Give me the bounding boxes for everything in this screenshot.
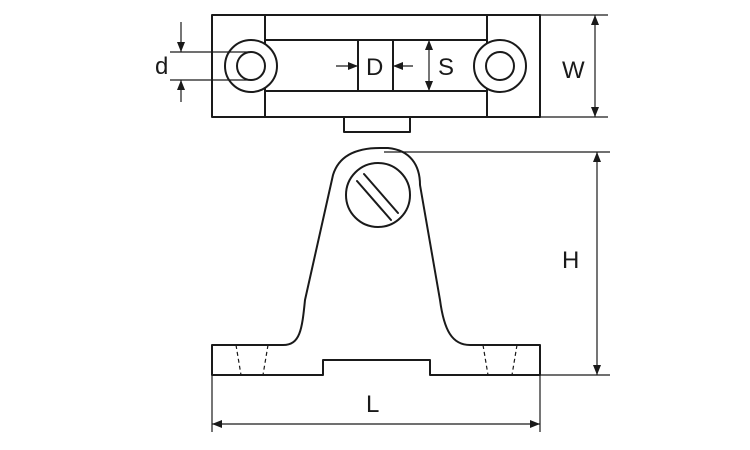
H-arrow-top xyxy=(593,152,601,162)
L-arrow-right xyxy=(530,420,540,428)
dimension-D: D xyxy=(336,54,413,81)
right-hole-hidden-2 xyxy=(511,344,518,376)
W-label: W xyxy=(562,57,585,84)
left-hole-hidden-1 xyxy=(235,344,242,376)
left-mount-boss xyxy=(224,39,278,93)
right-hole-hidden-1 xyxy=(482,344,489,376)
W-arrow-bottom xyxy=(591,107,599,117)
right-mount-hole xyxy=(485,51,515,81)
left-hole-hidden-2 xyxy=(262,344,269,376)
L-arrow-left xyxy=(212,420,222,428)
top-view-screw-tab xyxy=(343,116,411,133)
H-label: H xyxy=(562,247,579,274)
side-view xyxy=(211,147,541,376)
d-arrow-bottom xyxy=(177,80,185,90)
dimension-d: d xyxy=(155,22,251,102)
right-mount-boss xyxy=(473,39,527,93)
H-arrow-bottom xyxy=(593,365,601,375)
d-arrow-top xyxy=(177,42,185,52)
dimension-H: H xyxy=(384,151,610,376)
side-view-body-outline xyxy=(211,147,541,376)
S-arrow-bottom xyxy=(425,81,433,91)
screw-head xyxy=(345,162,411,228)
W-arrow-top xyxy=(591,15,599,25)
dimension-W: W xyxy=(540,14,608,118)
D-arrow-left xyxy=(348,62,358,70)
S-label: S xyxy=(438,54,454,81)
D-label: D xyxy=(366,54,383,81)
dimension-L: L xyxy=(211,375,541,432)
L-label: L xyxy=(366,391,379,418)
d-label: d xyxy=(155,53,168,80)
screw-slot-line-2 xyxy=(356,180,392,221)
S-arrow-top xyxy=(425,40,433,50)
screw-slot-line-1 xyxy=(363,173,399,214)
D-arrow-right xyxy=(393,62,403,70)
dimension-S: S xyxy=(425,40,454,91)
